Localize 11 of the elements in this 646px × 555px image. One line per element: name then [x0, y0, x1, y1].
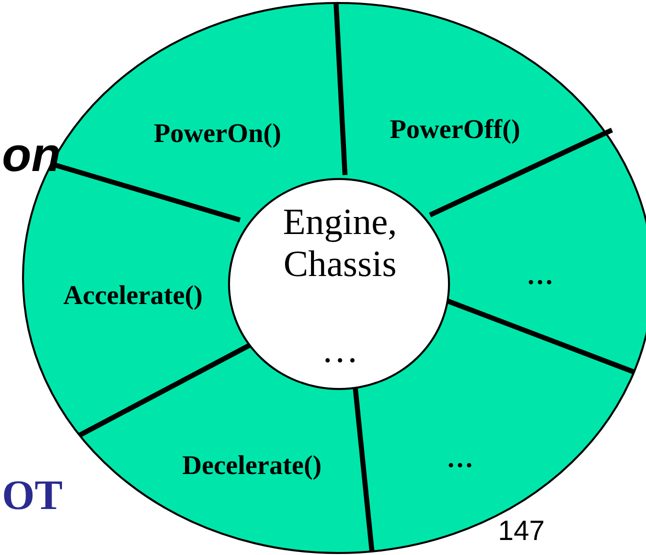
heading-fragment: OT [2, 472, 63, 520]
heading-fragment: on [2, 128, 61, 183]
ellipsis-label: … [320, 330, 360, 372]
method-label: PowerOn() [154, 118, 282, 148]
data-label: Engine, Chassis [282, 202, 398, 286]
ellipsis-label: … [446, 442, 474, 474]
method-label: Accelerate() [63, 280, 203, 310]
method-label: Decelerate() [182, 450, 322, 480]
method-label: PowerOff() [390, 114, 520, 144]
page-number: 147 [498, 515, 545, 547]
ellipsis-label: … [526, 260, 554, 290]
